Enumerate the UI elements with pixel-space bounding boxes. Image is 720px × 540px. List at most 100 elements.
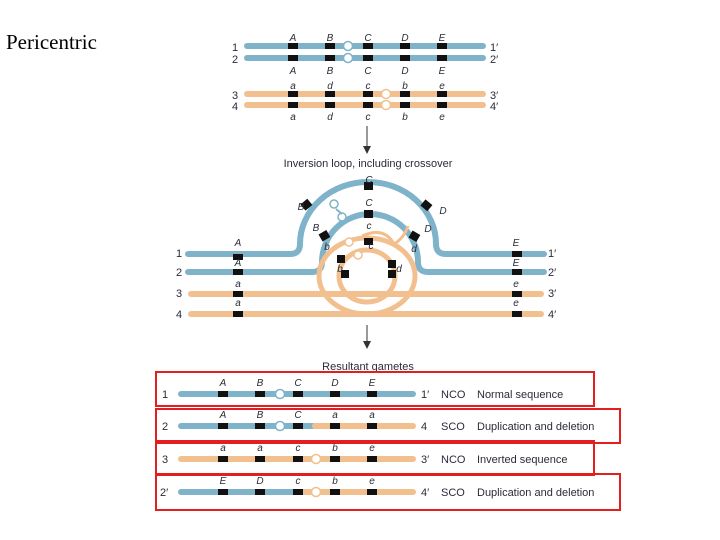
gene-label: D: [331, 378, 338, 389]
gene-label: C: [365, 175, 373, 186]
centromere: [342, 52, 354, 64]
gamete-label-left: 3: [162, 454, 168, 466]
gene-label: A: [219, 378, 227, 389]
gene-label: D: [424, 224, 431, 235]
gene-label: E: [439, 33, 446, 44]
top-row-label-left: 4: [232, 101, 238, 113]
gamete-type: SCO: [441, 421, 465, 433]
centromere: [342, 40, 354, 52]
gamete-type: NCO: [441, 454, 466, 466]
gamete-box: [155, 473, 621, 511]
gene-label: B: [257, 410, 264, 421]
gene-label: a: [290, 81, 296, 92]
gene-label: d: [396, 264, 402, 275]
gene-label: A: [234, 258, 242, 269]
gene-label: C: [364, 66, 372, 77]
gene-label: C: [364, 33, 372, 44]
gene-label: c: [369, 241, 374, 252]
gamete-label-left: 1: [162, 389, 168, 401]
gene-label: E: [513, 258, 520, 269]
gamete-label-left: 2: [162, 421, 168, 433]
centromere: [329, 199, 339, 209]
gene-label: c: [366, 81, 371, 92]
centromere: [344, 237, 354, 247]
loop-row-label-left: 3: [176, 288, 182, 300]
centromere: [353, 250, 363, 260]
gamete-description: Duplication and deletion: [477, 421, 594, 433]
centromere: [274, 388, 286, 400]
slide-title: Pericentric: [6, 30, 97, 54]
loop-row-label-right: 4′: [548, 309, 556, 321]
bands-rows-3-4: [288, 91, 447, 108]
top-row-label-right: 2′: [490, 54, 498, 66]
gene-label: a: [235, 298, 241, 309]
gamete-type: SCO: [441, 487, 465, 499]
gene-label: e: [513, 279, 519, 290]
gene-label: D: [401, 33, 408, 44]
gene-label: A: [289, 66, 297, 77]
gene-label: d: [327, 112, 333, 123]
top-row-label-left: 1: [232, 42, 238, 54]
gene-label: b: [324, 242, 330, 253]
gene-label: D: [401, 66, 408, 77]
gene-label: e: [513, 298, 519, 309]
gamete-type: NCO: [441, 389, 466, 401]
gene-label: e: [439, 81, 445, 92]
loop-row-label-left: 2: [176, 267, 182, 279]
gene-label: d: [411, 244, 417, 255]
centromere: [274, 420, 286, 432]
gamete-description: Inverted sequence: [477, 454, 568, 466]
gene-label: D: [439, 206, 446, 217]
gamete-box: [155, 371, 595, 407]
gene-label: E: [369, 378, 376, 389]
gene-label: D: [256, 476, 263, 487]
gene-label: a: [369, 410, 375, 421]
gene-label: a: [220, 443, 226, 454]
arrow-down: [363, 325, 371, 349]
gene-label: c: [296, 443, 301, 454]
gene-label: B: [313, 223, 320, 234]
top-row-label-right: 4′: [490, 101, 498, 113]
gene-label: b: [332, 443, 338, 454]
loop-row-label-right: 3′: [548, 288, 556, 300]
gene-label: A: [219, 410, 227, 421]
chromosome-3: [188, 291, 544, 297]
gamete-description: Duplication and deletion: [477, 487, 594, 499]
gene-label: c: [367, 221, 372, 232]
gene-label: b: [332, 476, 338, 487]
loop-row-label-right: 2′: [548, 267, 556, 279]
loop-panel: 1 2 3 4 1′ 2′ 3′ 4′: [176, 175, 556, 321]
gamete-label-right: 1′: [421, 389, 429, 401]
loop-row-label-left: 4: [176, 309, 182, 321]
gene-label: A: [234, 238, 242, 249]
gene-label: C: [294, 378, 302, 389]
gene-label: e: [369, 476, 375, 487]
crossover-strand: [361, 225, 410, 247]
gametes-panel: 1 A B C D E 1′ NCO Normal sequence 2 A B…: [155, 371, 621, 511]
gene-label: e: [369, 443, 375, 454]
gamete-label-right: 4: [421, 421, 427, 433]
gene-label: B: [257, 378, 264, 389]
loop-caption: Inversion loop, including crossover: [284, 158, 453, 170]
gamete-chromosome-blue: [178, 489, 306, 495]
gene-label: E: [439, 66, 446, 77]
arrow-down: [363, 126, 371, 154]
centromere: [380, 88, 392, 100]
top-row-label-left: 2: [232, 54, 238, 66]
gene-label: C: [365, 198, 373, 209]
top-row-label-right: 1′: [490, 42, 498, 54]
gene-label: a: [235, 279, 241, 290]
centromere: [310, 453, 322, 465]
gamete-label-right: 4′: [421, 487, 429, 499]
gene-label: b: [337, 264, 343, 275]
loop-row-label-right: 1′: [548, 248, 556, 260]
gene-label: a: [290, 112, 296, 123]
gametes-caption: Resultant gametes: [322, 361, 414, 373]
top-panel: 1 1′ 2 2′ A B C D E A B C D E 3 3′ 4 4′: [232, 33, 498, 123]
gene-label: B: [327, 66, 334, 77]
gene-label: e: [439, 112, 445, 123]
crossover-line: [335, 208, 343, 215]
gamete-label-right: 3′: [421, 454, 429, 466]
gene-label: d: [327, 81, 333, 92]
